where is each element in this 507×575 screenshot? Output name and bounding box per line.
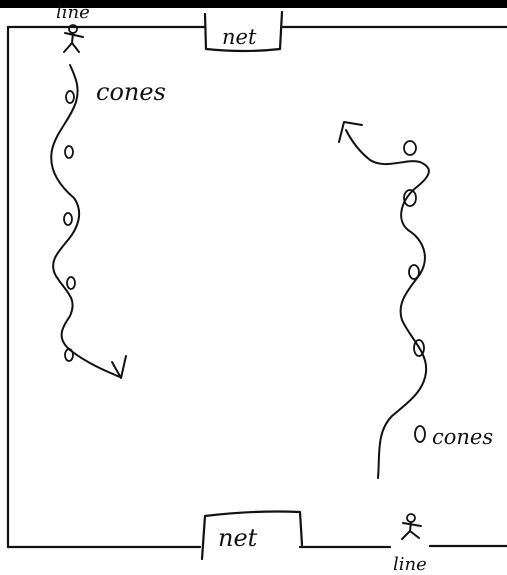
right-cones: cones [403,140,493,449]
top-net-label: net [222,25,257,49]
stick-figure-icon [63,24,84,53]
bottom-net-label: net [218,524,258,552]
cone-icon [413,339,425,357]
cone-icon [64,348,74,362]
cone-icon [65,90,75,104]
arrow-icon [111,355,127,379]
cone-icon [403,140,417,156]
stick-figure-icon [401,513,422,540]
bottom-net: net [200,510,304,561]
cone-icon [63,212,73,226]
cone-icon [414,425,426,443]
cone-icon [64,145,74,159]
top-black-bar [0,0,507,8]
cone-icon [408,264,420,280]
left-cones: cones [63,78,166,362]
left-weave-path [50,64,127,379]
cone-icon [403,189,417,207]
bottom-line-label: line [393,554,427,575]
bottom-line-group: line [393,513,427,575]
arrow-icon [338,121,363,143]
top-line-label: line [56,2,90,23]
top-net: net [203,10,284,53]
top-line-group: line [56,2,90,53]
right-cones-label: cones [432,425,493,449]
left-cones-label: cones [96,78,166,106]
cone-icon [66,276,76,290]
right-weave-path [338,121,430,479]
field-boundary [6,25,507,549]
